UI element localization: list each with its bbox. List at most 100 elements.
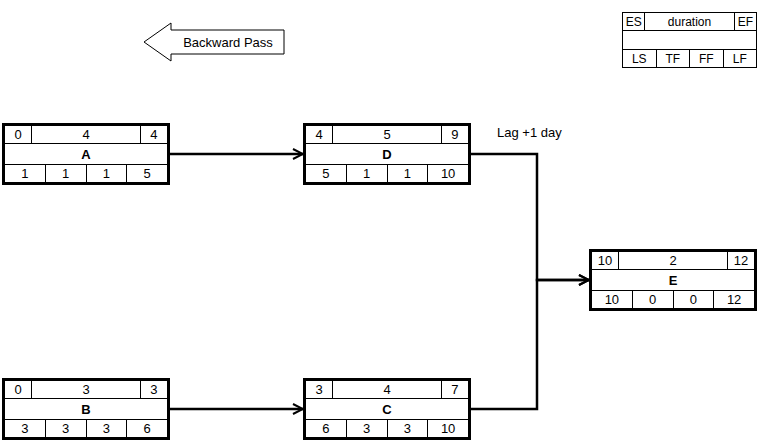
grid-cell: 0 (5, 381, 31, 398)
cell-text: 6 (144, 422, 151, 435)
grid-cell: 0 (633, 291, 673, 308)
grid-cell: LF (724, 50, 757, 67)
cell-text: 3 (315, 383, 322, 396)
grid-cell: 1 (347, 165, 387, 182)
grid-cell: 10 (592, 252, 618, 269)
cell-text: 10 (441, 167, 455, 180)
cell-text: 1 (62, 167, 69, 180)
grid-cell: D (306, 144, 468, 164)
grid-cell: LS (623, 50, 656, 67)
direction-arrow: Backward Pass (143, 22, 285, 62)
cell-text: 3 (404, 422, 411, 435)
cell-text: 10 (605, 293, 619, 306)
grid-cell: 4 (306, 126, 332, 143)
cell-text: C (382, 403, 391, 416)
grid-cell: 3 (46, 420, 86, 437)
grid-cell: 4 (32, 126, 140, 143)
grid-cell: 6 (306, 420, 346, 437)
grid-cell: 12 (714, 291, 754, 308)
grid-cell: 3 (5, 420, 45, 437)
cell-text: 7 (451, 383, 458, 396)
connector (170, 408, 303, 411)
activity-node: 10212E100012 (589, 249, 757, 311)
cell-text: 6 (322, 422, 329, 435)
cell-text: E (669, 274, 678, 287)
cell-text: 2 (669, 254, 676, 267)
cell-text: ES (626, 16, 642, 28)
grid-cell: 1 (46, 165, 86, 182)
grid-cell: 5 (127, 165, 167, 182)
grid-cell: 0 (674, 291, 714, 308)
cell-text: LF (733, 53, 747, 65)
activity-node: 033B3336 (2, 378, 170, 440)
grid-cell: 2 (619, 252, 727, 269)
grid-cell: 10 (428, 165, 468, 182)
connector (170, 153, 303, 156)
cell-text: 4 (82, 128, 89, 141)
grid-cell: 3 (306, 381, 332, 398)
cell-text: 5 (144, 167, 151, 180)
grid-cell: 9 (442, 126, 468, 143)
cell-text: Backward Pass (177, 22, 279, 62)
grid-cell: 1 (5, 165, 45, 182)
cell-text: 1 (404, 167, 411, 180)
activity-node: 044A1115 (2, 123, 170, 185)
cell-text: 3 (62, 422, 69, 435)
grid-cell: 3 (32, 381, 140, 398)
grid-cell: FF (690, 50, 723, 67)
cell-text: TF (665, 53, 680, 65)
cell-text: 12 (727, 293, 741, 306)
grid-cell: 0 (5, 126, 31, 143)
cell-text: LS (632, 53, 647, 65)
cell-text: 4 (383, 383, 390, 396)
cell-text: 10 (441, 422, 455, 435)
lag-label: Lag +1 day (495, 125, 564, 140)
cell-text: 1 (363, 167, 370, 180)
cell-text: 0 (690, 293, 697, 306)
cell-text: FF (699, 53, 714, 65)
grid-cell: 4 (333, 381, 441, 398)
connector (471, 154, 589, 280)
grid-cell: B (5, 399, 167, 419)
grid-cell: ES (623, 13, 644, 30)
grid-cell: 5 (306, 165, 346, 182)
grid-cell: 3 (87, 420, 127, 437)
grid-cell: duration (645, 13, 733, 30)
cell-text: 3 (103, 422, 110, 435)
grid-cell: 5 (333, 126, 441, 143)
cell-text: 10 (598, 254, 612, 267)
cell-text: 5 (383, 128, 390, 141)
grid-cell: C (306, 399, 468, 419)
cell-text: 9 (451, 128, 458, 141)
grid-cell: 1 (388, 165, 428, 182)
grid-cell: 10 (592, 291, 632, 308)
cell-text: 1 (21, 167, 28, 180)
grid-cell: 12 (728, 252, 754, 269)
grid-cell: 4 (141, 126, 167, 143)
grid-cell: A (5, 144, 167, 164)
cell-text: 0 (649, 293, 656, 306)
cell-text: duration (668, 16, 711, 28)
cell-text: 4 (150, 128, 157, 141)
grid-cell: EF (735, 13, 756, 30)
node-key: ES duration EF LS TF FF LF (622, 12, 757, 68)
cell-text: 3 (21, 422, 28, 435)
grid-cell: 6 (127, 420, 167, 437)
cell-text: 0 (14, 128, 21, 141)
cell-text: 0 (14, 383, 21, 396)
grid-cell: 10 (428, 420, 468, 437)
grid-cell: TF (657, 50, 690, 67)
grid-cell: 7 (442, 381, 468, 398)
cell-text: 3 (363, 422, 370, 435)
cell-text: 1 (103, 167, 110, 180)
cell-text: 3 (150, 383, 157, 396)
cell-text: 3 (82, 383, 89, 396)
cell-text: A (81, 148, 90, 161)
grid-cell: 1 (87, 165, 127, 182)
cell-text: EF (738, 16, 753, 28)
cell-text: 4 (315, 128, 322, 141)
grid-cell: 3 (388, 420, 428, 437)
cell-text: B (81, 403, 90, 416)
cell-text: 12 (734, 254, 748, 267)
grid-cell: 3 (141, 381, 167, 398)
